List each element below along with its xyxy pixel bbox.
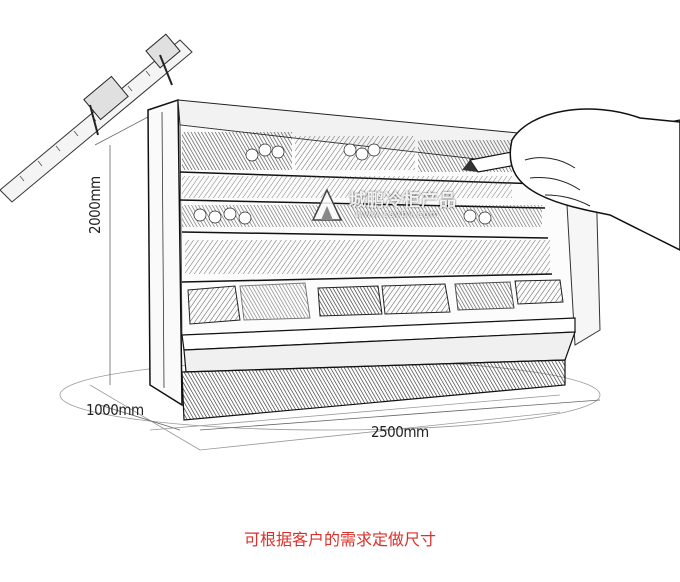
produce-bins [187,279,564,325]
display-cabinet [147,98,601,421]
produce-shelf-4 [185,240,550,274]
watermark-icon [311,188,343,221]
watermark-url: www.csybv.com [355,210,440,220]
watermark-logo: 城鹏冷柜产品 www.csybv.com [305,184,465,228]
depth-dimension-label: 1000mm [86,401,144,419]
produce-shelf-3 [182,205,542,227]
width-dimension-label: 2500mm [371,423,429,441]
height-dimension-label: 2000mm [86,176,104,234]
custom-size-caption: 可根据客户的需求定做尺寸 [243,530,436,549]
caliper-ruler-icon [0,33,193,203]
watermark-text: 城鹏冷柜产品 [349,191,457,211]
hand-with-pencil-icon [462,108,680,251]
produce-shelf-2 [182,176,512,198]
